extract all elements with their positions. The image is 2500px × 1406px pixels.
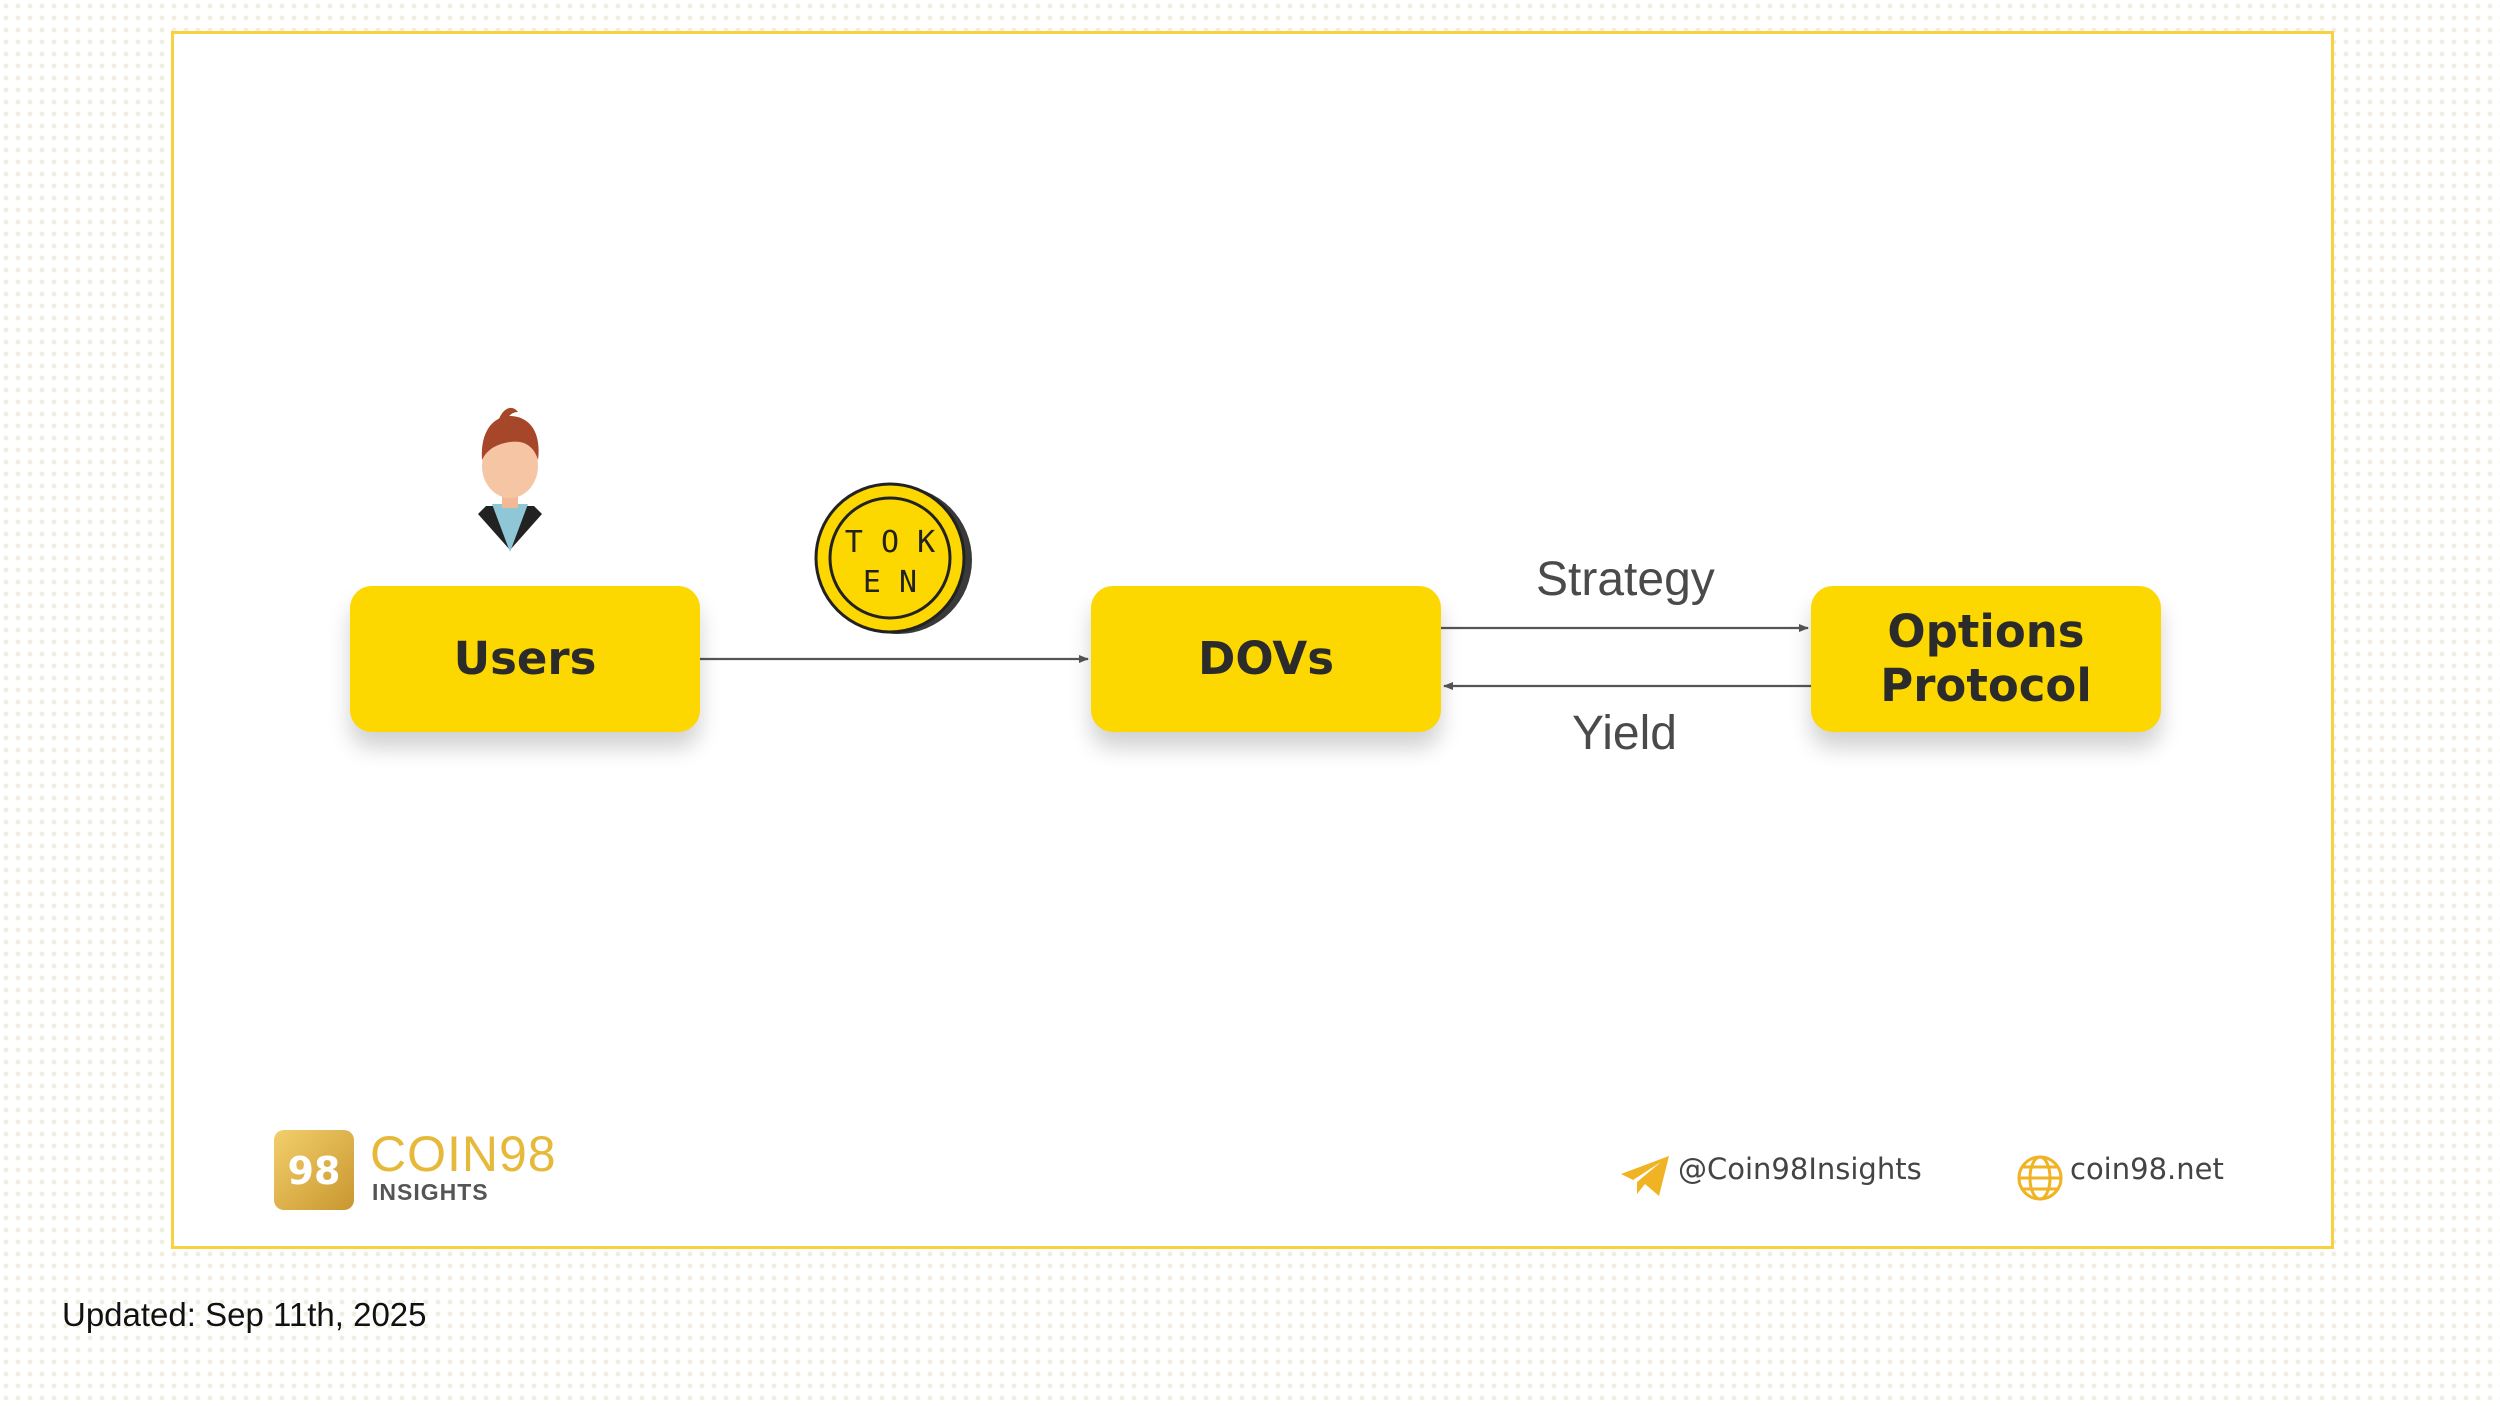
telegram-icon [1621,1156,1669,1196]
diagram-card: Users DOVs Options Protocol Strategy Yie… [171,31,2334,1249]
edge-label-yield: Yield [1572,707,1677,760]
social-handle: @Coin98Insights [1678,1152,1922,1186]
brand-name: COIN98 [370,1126,557,1182]
edge-label-strategy: Strategy [1536,553,1715,606]
token-coin-icon: T O K E N [814,482,972,634]
node-dovs: DOVs [1091,586,1441,732]
node-options-protocol: Options Protocol [1811,586,2161,732]
token-letters-bottom: E N [863,565,917,600]
brand-subtitle: INSIGHTS [372,1179,489,1205]
user-avatar-icon [478,407,542,552]
coin98-logo-icon: 98 [274,1130,354,1210]
website-link[interactable]: coin98.net [2070,1152,2224,1186]
token-letters-top: T O K [845,525,935,560]
updated-date: Updated: Sep 11th, 2025 [62,1296,427,1333]
node-users: Users [350,586,700,732]
globe-icon [2017,1155,2063,1201]
diagram-edges [700,624,1811,690]
logo-mark-text: 98 [288,1149,341,1193]
